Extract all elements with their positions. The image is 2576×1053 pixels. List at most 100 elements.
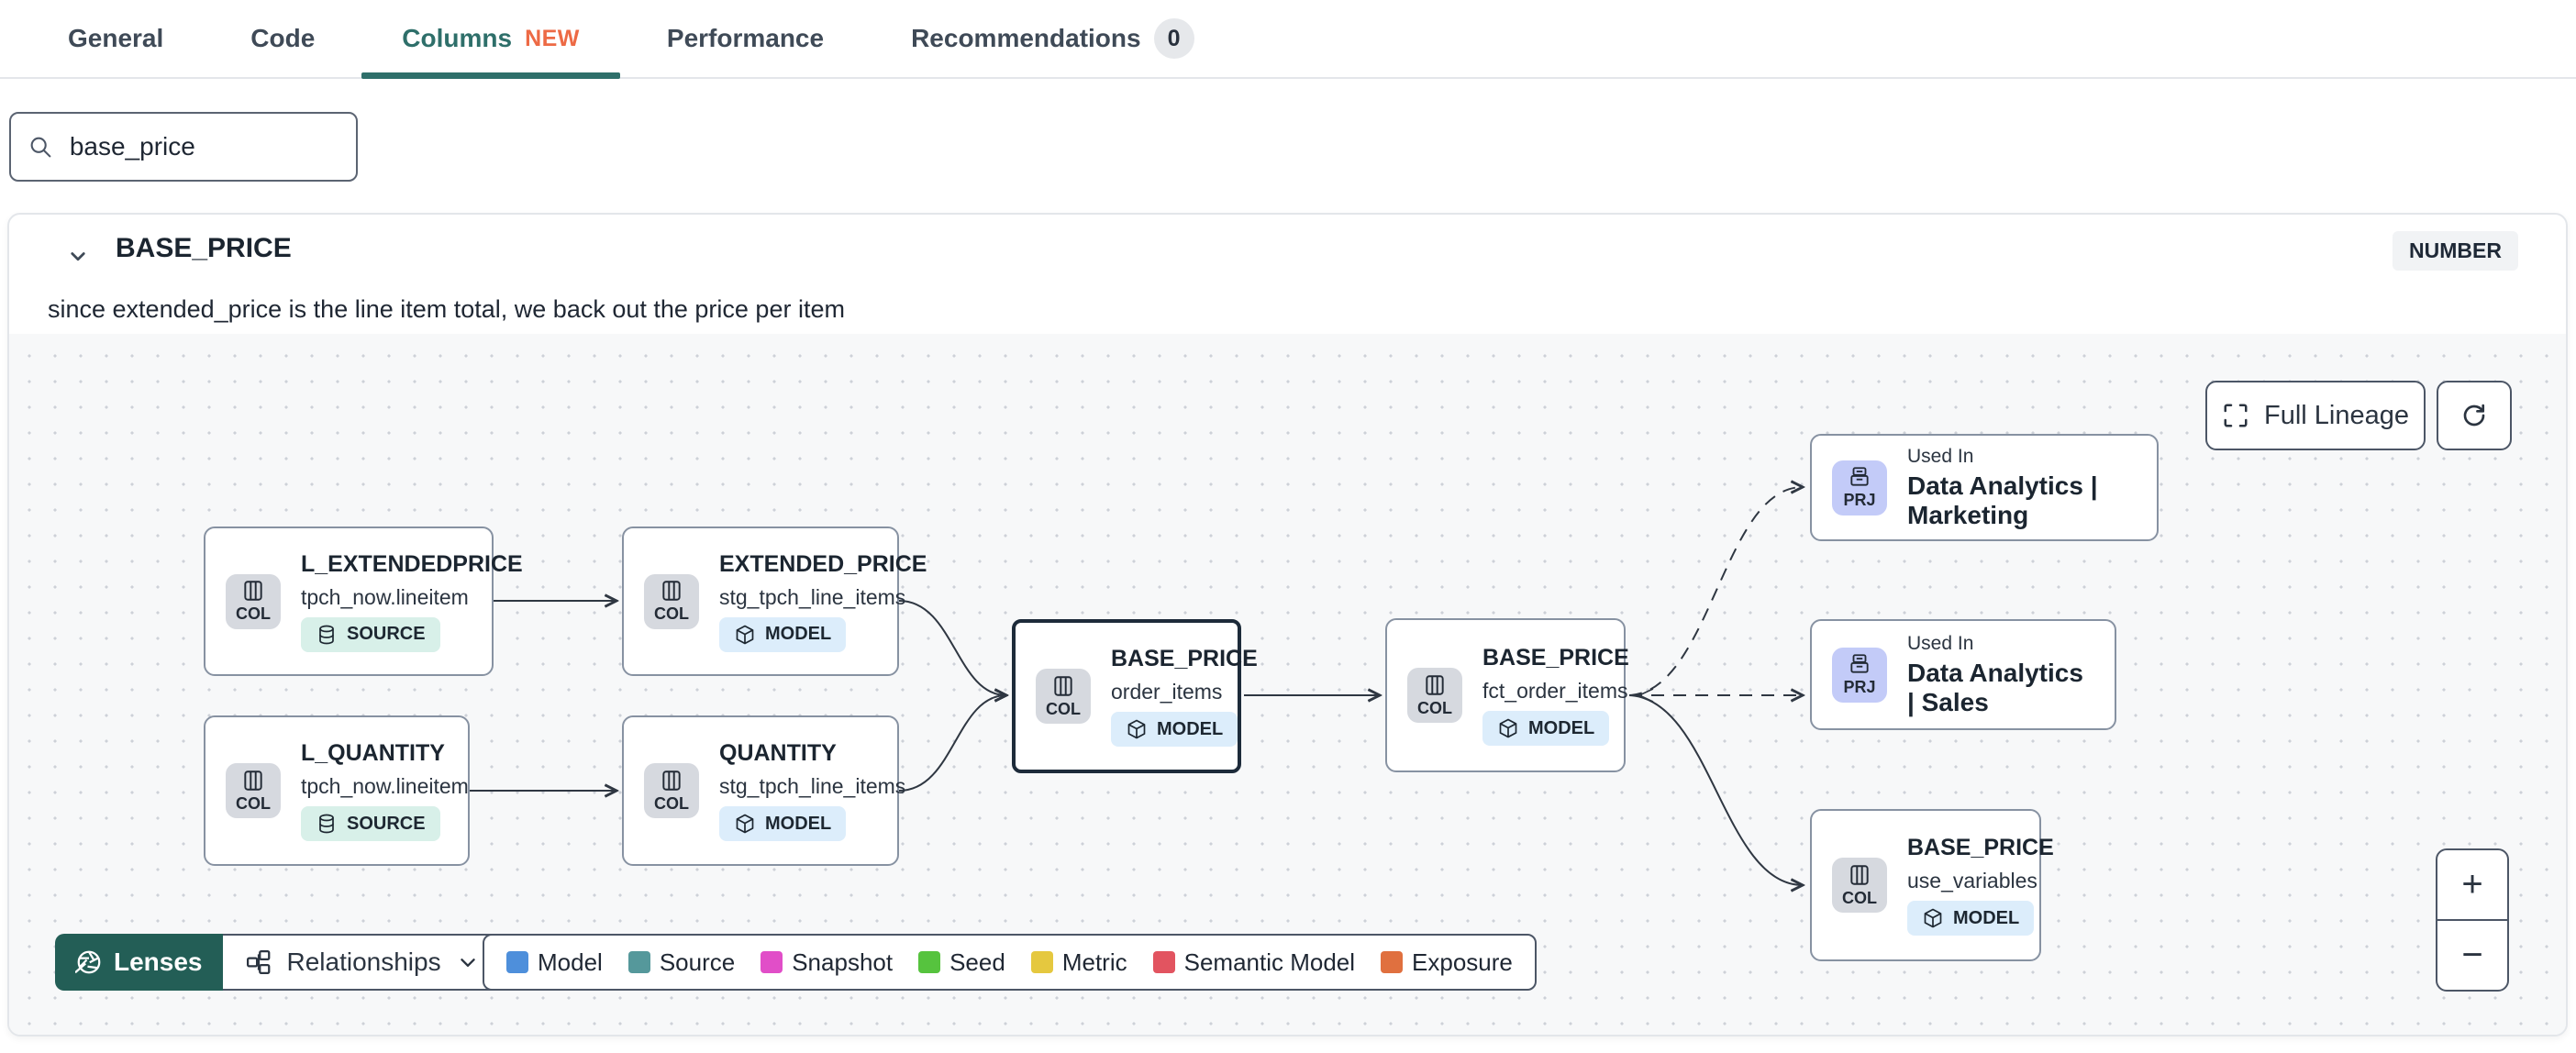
seed-swatch	[918, 951, 941, 973]
cube-icon	[1127, 719, 1146, 739]
refresh-icon	[2463, 404, 2485, 427]
tab-performance[interactable]: Performance	[667, 0, 824, 77]
column-chip: COL	[644, 763, 699, 818]
full-lineage-button[interactable]: Full Lineage	[2205, 381, 2426, 450]
model-badge: MODEL	[719, 616, 847, 652]
tab-bar: General Code Columns NEW Performance Rec…	[0, 0, 2576, 79]
columns-icon	[244, 581, 262, 601]
column-chip: COL	[1832, 858, 1887, 913]
cube-icon	[736, 625, 754, 644]
node-subtitle: order_items	[1111, 680, 1223, 704]
column-chip: COL	[226, 573, 281, 629]
lineage-node-used-in-sales[interactable]: PRJ Used In Data Analytics | Sales	[1810, 619, 2116, 730]
legend-label: Source	[659, 948, 736, 976]
chip-label: COL	[654, 604, 689, 623]
model-badge: MODEL	[1907, 901, 2035, 936]
source-badge: SOURCE	[301, 616, 440, 652]
used-in-label: Used In	[1907, 445, 1974, 467]
lenses-button[interactable]: Lenses	[55, 934, 223, 991]
tab-recommendations[interactable]: Recommendations 0	[911, 0, 1194, 77]
badge-label: MODEL	[765, 624, 832, 644]
chip-label: PRJ	[1843, 491, 1876, 509]
chevron-down-icon[interactable]	[64, 242, 92, 270]
lineage-node-l-quantity[interactable]: COL L_QUANTITY tpch_now.lineitem SOURCE	[204, 715, 470, 866]
legend-label: Metric	[1061, 948, 1127, 976]
columns-icon	[1426, 674, 1444, 695]
lineage-node-base-price-use-variables[interactable]: COL BASE_PRICE use_variables MODEL	[1810, 809, 2054, 961]
columns-icon	[1850, 864, 1869, 885]
node-subtitle: stg_tpch_line_items	[719, 774, 906, 798]
used-in-label: Used In	[1907, 632, 1974, 654]
project-icon	[1850, 467, 1869, 486]
project-chip: PRJ	[1832, 647, 1887, 703]
tab-label: Code	[250, 24, 316, 52]
model-badge: MODEL	[1482, 711, 1610, 746]
node-subtitle: tpch_now.lineitem	[301, 774, 469, 798]
column-chip: COL	[226, 763, 281, 818]
column-search[interactable]	[9, 112, 358, 182]
chevron-down-icon	[460, 959, 475, 967]
semantic-model-swatch	[1152, 951, 1175, 973]
tab-columns[interactable]: Columns NEW	[361, 0, 620, 79]
lineage-node-base-price-order-items[interactable]: COL BASE_PRICE order_items MODEL	[1012, 619, 1258, 773]
column-type-badge: NUMBER	[2393, 231, 2518, 271]
chip-label: COL	[1417, 698, 1452, 717]
legend-item-semantic-model: Semantic Model	[1152, 948, 1356, 977]
legend-item-metric: Metric	[1030, 948, 1127, 977]
column-chip: COL	[1036, 669, 1091, 724]
tab-label: Recommendations	[911, 24, 1141, 52]
node-subtitle: tpch_now.lineitem	[301, 584, 469, 609]
lineage-node-l-extendedprice[interactable]: COL L_EXTENDEDPRICE tpch_now.lineitem SO…	[204, 526, 523, 676]
lineage-node-extended-price[interactable]: COL EXTENDED_PRICE stg_tpch_line_items M…	[622, 526, 927, 676]
badge-label: MODEL	[1528, 717, 1595, 738]
relationships-icon	[246, 950, 270, 974]
legend-label: Snapshot	[792, 948, 894, 976]
legend-item-snapshot: Snapshot	[761, 948, 893, 977]
metric-swatch	[1030, 951, 1053, 973]
lineage-canvas[interactable]: COL L_EXTENDEDPRICE tpch_now.lineitem SO…	[9, 334, 2566, 1035]
badge-label: MODEL	[765, 813, 832, 834]
relationships-dropdown[interactable]: Relationships	[222, 934, 504, 991]
model-swatch	[506, 951, 528, 973]
column-header: BASE_PRICE NUMBER	[9, 231, 2566, 283]
column-description: since extended_price is the line item to…	[48, 295, 845, 323]
refresh-button[interactable]	[2437, 381, 2512, 450]
lineage-node-quantity[interactable]: COL QUANTITY stg_tpch_line_items MODEL	[622, 715, 905, 866]
legend-item-source: Source	[627, 948, 736, 977]
zoom-in-button[interactable]: +	[2437, 850, 2507, 921]
search-input[interactable]	[67, 131, 339, 162]
chip-label: COL	[654, 793, 689, 813]
columns-icon	[662, 770, 681, 791]
badge-label: SOURCE	[347, 624, 426, 644]
lineage-node-used-in-marketing[interactable]: PRJ Used In Data Analytics | Marketing	[1810, 434, 2159, 541]
database-icon	[319, 814, 334, 834]
node-title: L_QUANTITY	[301, 740, 445, 766]
column-panel: BASE_PRICE NUMBER since extended_price i…	[7, 213, 2568, 1036]
legend-item-exposure: Exposure	[1381, 948, 1513, 977]
count-badge: 0	[1153, 18, 1194, 59]
chip-label: COL	[1842, 888, 1877, 907]
cube-icon	[1924, 908, 1942, 928]
legend-label: Semantic Model	[1183, 948, 1356, 976]
expand-icon	[2224, 404, 2248, 427]
model-badge: MODEL	[1111, 712, 1238, 747]
node-title: QUANTITY	[719, 740, 837, 766]
zoom-out-button[interactable]: −	[2461, 935, 2483, 975]
node-subtitle: stg_tpch_line_items	[719, 584, 906, 609]
cube-icon	[1499, 718, 1517, 738]
aperture-icon	[75, 950, 101, 974]
node-title: EXTENDED_PRICE	[719, 550, 927, 577]
tab-general[interactable]: General	[68, 0, 163, 77]
badge-label: SOURCE	[347, 813, 426, 834]
lineage-node-base-price-fct-order-items[interactable]: COL BASE_PRICE fct_order_items MODEL	[1385, 618, 1629, 772]
tab-label: Columns	[402, 24, 513, 52]
column-chip: COL	[1407, 668, 1462, 723]
legend-label: Model	[538, 948, 603, 976]
tab-label: General	[68, 24, 164, 52]
full-lineage-label: Full Lineage	[2264, 400, 2409, 430]
tab-code[interactable]: Code	[250, 0, 315, 77]
node-title: L_EXTENDEDPRICE	[301, 550, 523, 577]
column-chip: COL	[644, 573, 699, 629]
node-title: BASE_PRICE	[1482, 645, 1629, 671]
exposure-swatch	[1381, 951, 1404, 973]
